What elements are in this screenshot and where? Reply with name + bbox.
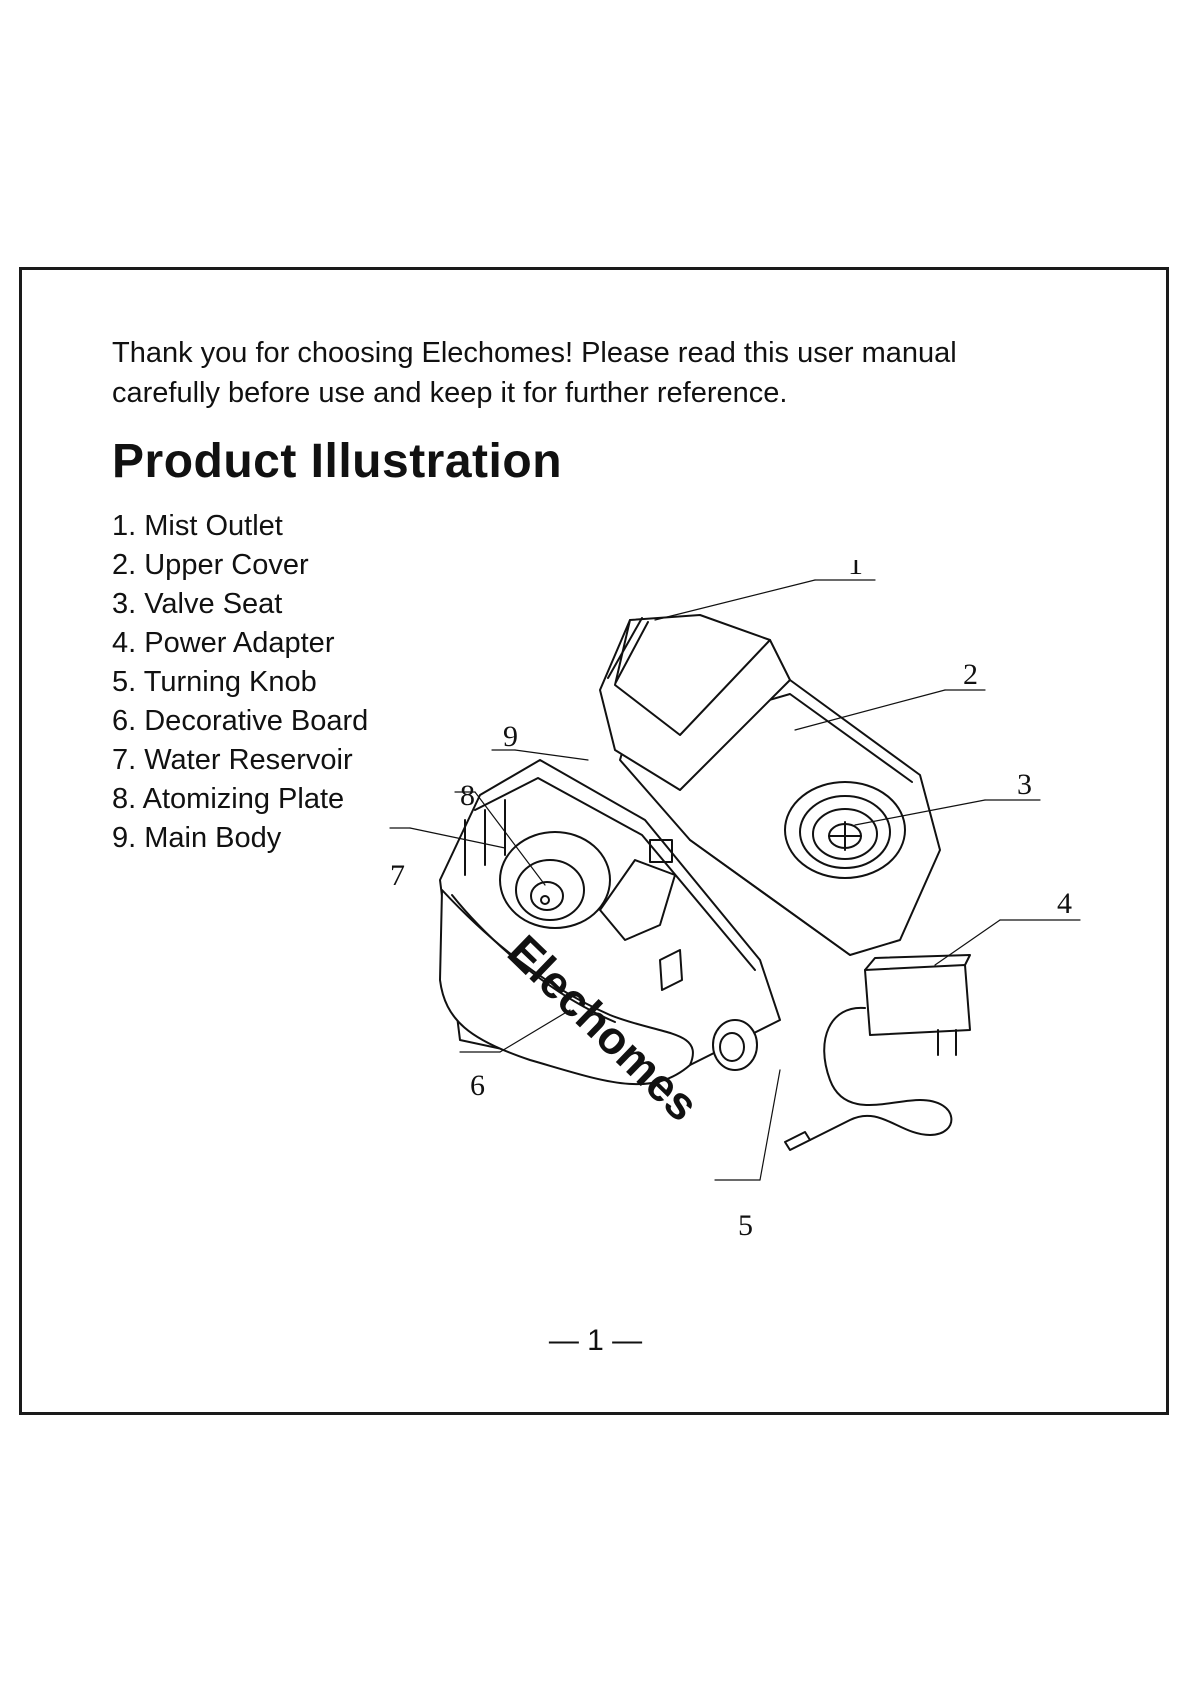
callout-1: 1 bbox=[848, 560, 863, 581]
page-frame bbox=[19, 267, 1169, 1415]
callout-8: 8 bbox=[460, 779, 475, 812]
part-item: 5. Turning Knob bbox=[112, 666, 317, 698]
intro-line-1: Thank you for choosing Elechomes! Please… bbox=[112, 337, 957, 369]
callout-7: 7 bbox=[390, 859, 405, 892]
part-item: 2. Upper Cover bbox=[112, 549, 309, 581]
callout-numbers: 1 2 3 4 5 6 7 8 9 bbox=[390, 560, 1072, 1242]
page-number: — 1 — bbox=[548, 1324, 643, 1357]
product-illustration: Elechomes 1 2 3 4 5 6 7 8 9 bbox=[389, 560, 1081, 1242]
part-item: 3. Valve Seat bbox=[112, 588, 283, 620]
power-adapter-drawing bbox=[784, 954, 971, 1151]
part-item: 8. Atomizing Plate bbox=[112, 783, 345, 815]
part-item: 6. Decorative Board bbox=[112, 705, 369, 737]
callout-3: 3 bbox=[1017, 768, 1032, 801]
parts-list: 1. Mist Outlet 2. Upper Cover 3. Valve S… bbox=[112, 507, 368, 858]
section-heading: Product Illustration bbox=[112, 435, 563, 488]
main-body-drawing bbox=[439, 759, 781, 1086]
callout-4: 4 bbox=[1057, 887, 1072, 920]
callout-6: 6 bbox=[470, 1069, 485, 1102]
part-item: 1. Mist Outlet bbox=[112, 510, 283, 542]
callout-2: 2 bbox=[963, 658, 978, 691]
leader-lines bbox=[389, 579, 1081, 1181]
part-item: 7. Water Reservoir bbox=[112, 744, 353, 776]
intro-text: Thank you for choosing Elechomes! Please… bbox=[112, 333, 1092, 413]
part-item: 9. Main Body bbox=[112, 822, 282, 854]
part-item: 4. Power Adapter bbox=[112, 627, 335, 659]
upper-cover-drawing bbox=[599, 614, 941, 956]
callout-9: 9 bbox=[503, 720, 518, 753]
callout-5: 5 bbox=[738, 1209, 753, 1242]
intro-line-2: carefully before use and keep it for fur… bbox=[112, 377, 788, 409]
